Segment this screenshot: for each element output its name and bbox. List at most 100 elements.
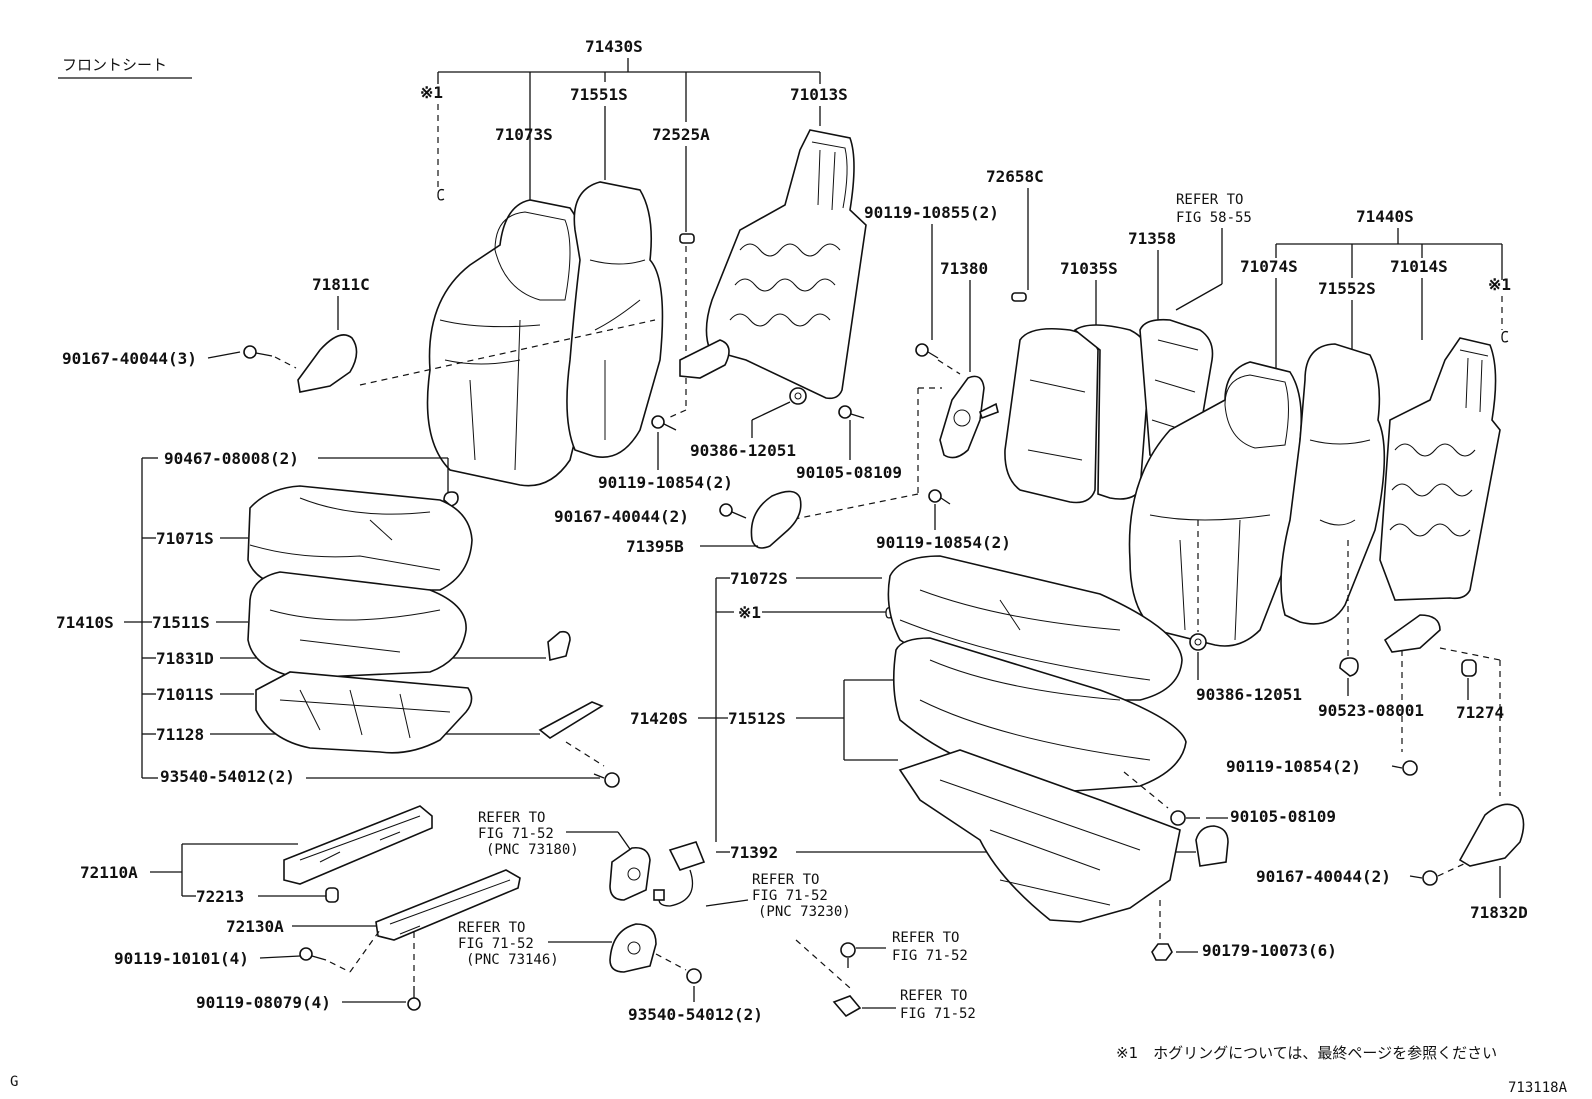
label-refer-73146-a: REFER TO xyxy=(458,920,525,936)
label-90119-10854-c: 90119-10854(2) xyxy=(1226,757,1361,776)
label-mark1-c: ※1 xyxy=(738,603,761,622)
seat-cushion-frame-71011S xyxy=(255,671,473,754)
label-90167-40044-2-b: 90167-40044(2) xyxy=(1256,867,1391,886)
label-71380: 71380 xyxy=(940,259,988,278)
label-71035S: 71035S xyxy=(1060,259,1118,278)
label-90119-10854-a: 90119-10854(2) xyxy=(598,473,733,492)
diagram-title: フロントシート xyxy=(62,56,167,74)
label-71071S: 71071S xyxy=(156,529,214,548)
label-refer-58-55-b: FIG 58-55 xyxy=(1176,210,1252,226)
seat-cushion-frame-center xyxy=(898,749,1181,923)
label-refer-b-2: FIG 71-52 xyxy=(900,1006,976,1022)
label-71073S: 71073S xyxy=(495,125,553,144)
label-72213: 72213 xyxy=(196,887,244,906)
label-90105-08109-b: 90105-08109 xyxy=(1230,807,1336,826)
label-71811C: 71811C xyxy=(312,275,370,294)
bolt-refer-71-52-a xyxy=(840,942,856,968)
label-refer-73230-c: (PNC 73230) xyxy=(758,904,851,920)
clip-72658C xyxy=(1011,292,1027,302)
label-90523-08001: 90523-08001 xyxy=(1318,701,1424,720)
bolt-90105-08109-a xyxy=(838,405,865,419)
bolt-90119-10101 xyxy=(299,947,327,961)
label-refer-a-2: FIG 71-52 xyxy=(892,948,968,964)
label-71074S: 71074S xyxy=(1240,257,1298,276)
seat-back-pad-71551S xyxy=(566,181,664,459)
label-72525A: 72525A xyxy=(652,125,710,144)
label-71430S: 71430S xyxy=(585,37,643,56)
label-refer-73180-c: (PNC 73180) xyxy=(486,842,579,858)
recliner-71380 xyxy=(939,375,985,459)
label-71358: 71358 xyxy=(1128,229,1176,248)
bolt-90119-10855 xyxy=(915,343,939,359)
label-72110A: 72110A xyxy=(80,863,138,882)
label-71014S: 71014S xyxy=(1390,257,1448,276)
label-90119-10101-4: 90119-10101(4) xyxy=(114,949,249,968)
label-refer-58-55-a: REFER TO xyxy=(1176,192,1243,208)
label-90179-10073-6: 90179-10073(6) xyxy=(1202,941,1337,960)
cap-71274 xyxy=(1461,659,1477,677)
label-93540-54012-2-a: 93540-54012(2) xyxy=(160,767,295,786)
bolt-90105-08109-b xyxy=(1170,810,1200,826)
cover-71392 xyxy=(1195,825,1229,867)
corner-label-left: G xyxy=(10,1074,18,1090)
label-refer-a-1: REFER TO xyxy=(892,930,959,946)
label-90119-10855-2: 90119-10855(2) xyxy=(864,203,999,222)
label-71552S: 71552S xyxy=(1318,279,1376,298)
label-refer-b-1: REFER TO xyxy=(900,988,967,1004)
recliner-cover-71811C xyxy=(297,334,358,393)
label-mark1-b: ※1 xyxy=(1488,275,1511,294)
seat-track-72130A xyxy=(375,869,521,941)
label-90386-12051-b: 90386-12051 xyxy=(1196,685,1302,704)
seat-back-board-71035S xyxy=(1004,327,1099,504)
label-71072S: 71072S xyxy=(730,569,788,588)
illustration-number: 713118A xyxy=(1508,1080,1568,1096)
seat-back-frame-71013S xyxy=(679,129,867,400)
label-refer-73230-b: FIG 71-52 xyxy=(752,888,828,904)
anchor-refer-71-52-b xyxy=(832,995,862,1018)
label-90467-08008-2: 90467-08008(2) xyxy=(164,449,299,468)
label-71395B: 71395B xyxy=(626,537,684,556)
label-71511S: 71511S xyxy=(152,613,210,632)
bolt-90119-08079 xyxy=(407,986,421,1011)
label-90105-08109-a: 90105-08109 xyxy=(796,463,902,482)
recliner-cover-71395B xyxy=(750,490,802,549)
label-93540-54012-2-b: 93540-54012(2) xyxy=(628,1005,763,1024)
label-72130A: 72130A xyxy=(226,917,284,936)
label-71440S: 71440S xyxy=(1356,207,1414,226)
label-72658C: 72658C xyxy=(986,167,1044,186)
label-refer-73146-c: (PNC 73146) xyxy=(466,952,559,968)
label-90119-10854-b: 90119-10854(2) xyxy=(876,533,1011,552)
seat-track-72110A xyxy=(283,805,433,885)
hog-ring-90523-08001 xyxy=(1339,657,1359,677)
bolt-90167-40044-2-b xyxy=(1409,870,1438,886)
cap-72213 xyxy=(325,887,339,903)
label-90119-08079-4: 90119-08079(4) xyxy=(196,993,331,1012)
label-71013S: 71013S xyxy=(790,85,848,104)
label-71128: 71128 xyxy=(156,725,204,744)
buckle-73230 xyxy=(653,841,706,907)
label-90167-40044-2-a: 90167-40044(2) xyxy=(554,507,689,526)
label-90386-12051-a: 90386-12051 xyxy=(690,441,796,460)
label-refer-73180-b: FIG 71-52 xyxy=(478,826,554,842)
bolt-90119-10854-b xyxy=(928,489,951,505)
clip-90467-08008 xyxy=(443,491,459,507)
screw-93540-54012-b xyxy=(686,968,702,984)
seat-back-cover-71073S xyxy=(426,199,593,487)
label-refer-73230-a: REFER TO xyxy=(752,872,819,888)
label-71831D: 71831D xyxy=(156,649,214,668)
label-71832D: 71832D xyxy=(1470,903,1528,922)
seat-back-frame-71014S xyxy=(1379,337,1501,653)
label-90167-40044-3: 90167-40044(3) xyxy=(62,349,197,368)
screw-93540-54012-a xyxy=(593,772,620,788)
recliner-cover-71832D xyxy=(1458,803,1525,867)
seat-back-pad-71552S xyxy=(1280,343,1386,625)
buckle-73180 xyxy=(609,846,651,901)
label-71410S: 71410S xyxy=(56,613,114,632)
label-71274: 71274 xyxy=(1456,703,1504,722)
bolt-90119-10854-a xyxy=(651,415,677,431)
label-71392: 71392 xyxy=(730,843,778,862)
bolt-90167-40044-3 xyxy=(243,345,273,359)
adjuster-73146 xyxy=(609,923,657,973)
label-refer-73180-a: REFER TO xyxy=(478,810,545,826)
